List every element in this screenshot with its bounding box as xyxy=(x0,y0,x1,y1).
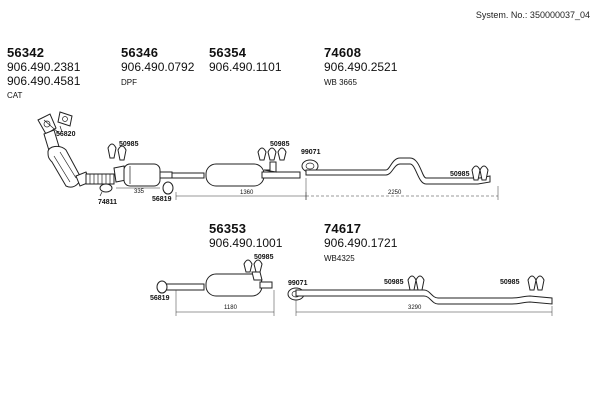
clamp-drawing xyxy=(99,183,113,197)
callout-56820: 56820 xyxy=(56,131,76,138)
callout-50985-b: 50985 xyxy=(270,141,290,148)
callout-50985-f: 50985 xyxy=(500,279,520,286)
hanger-drawing xyxy=(471,165,489,181)
system-number: System. No.: 350000037_04 xyxy=(475,10,590,20)
dimension-3290: 3290 xyxy=(408,305,422,311)
flex-pipe-drawing xyxy=(85,173,115,185)
part-number: 56353 xyxy=(209,221,247,236)
part-block-74608: 74608 906.490.2521 WB 3665 xyxy=(324,45,398,87)
callout-50985-d: 50985 xyxy=(254,254,274,261)
part-note: WB4325 xyxy=(324,253,355,263)
clamp-drawing xyxy=(156,280,168,294)
part-block-56346: 56346 906.490.0792 DPF xyxy=(121,45,195,87)
callout-56819-a: 56819 xyxy=(152,196,172,203)
callout-50985-c: 50985 xyxy=(450,171,470,178)
callout-74811: 74811 xyxy=(98,199,117,206)
part-note: CAT xyxy=(7,90,23,100)
part-block-56342: 56342 906.490.2381 906.490.4581 CAT xyxy=(7,45,81,100)
part-block-56353: 56353 906.490.1001 xyxy=(209,221,283,251)
dimension-1180: 1180 xyxy=(224,305,238,311)
dimension-335: 335 xyxy=(134,189,145,195)
part-number: 56346 xyxy=(121,45,159,60)
callout-99071-b: 99071 xyxy=(288,280,308,287)
oe-number: 906.490.1001 xyxy=(209,235,283,250)
clamp-drawing xyxy=(162,181,174,195)
long-pipe-drawing xyxy=(295,289,553,305)
part-number: 74617 xyxy=(324,221,362,236)
hanger-drawing xyxy=(407,275,425,291)
oe-number: 906.490.1101 xyxy=(209,59,282,74)
part-number: 74608 xyxy=(324,45,362,60)
part-number: 56342 xyxy=(7,45,45,60)
part-note: DPF xyxy=(121,77,137,87)
rear-silencer-drawing xyxy=(161,271,273,297)
hanger-drawing xyxy=(243,259,263,273)
dimension-1360: 1360 xyxy=(240,190,254,196)
oe-number: 906.490.0792 xyxy=(121,59,195,74)
catalytic-converter-drawing xyxy=(37,113,91,188)
callout-56819-b: 56819 xyxy=(150,295,170,302)
part-number: 56354 xyxy=(209,45,247,60)
part-block-56354: 56354 906.490.1101 xyxy=(209,45,282,75)
oe-number: 906.490.2521 xyxy=(324,59,398,74)
callout-50985-e: 50985 xyxy=(384,279,404,286)
middle-silencer-drawing xyxy=(171,161,301,187)
hanger-drawing xyxy=(527,275,545,291)
gasket-drawing xyxy=(57,111,73,133)
oe-number: 906.490.4581 xyxy=(7,73,81,88)
oe-number: 906.490.2381 xyxy=(7,59,81,74)
tail-pipe-drawing xyxy=(305,157,491,185)
callout-99071-a: 99071 xyxy=(301,149,321,156)
callout-50985-a: 50985 xyxy=(119,141,139,148)
hanger-drawing xyxy=(257,147,287,161)
hanger-drawing xyxy=(107,143,127,161)
part-block-74617: 74617 906.490.1721 WB4325 xyxy=(324,221,398,263)
dpf-drawing xyxy=(113,163,173,187)
clamp-drawing xyxy=(301,159,319,173)
oe-number: 906.490.1721 xyxy=(324,235,398,250)
part-note: WB 3665 xyxy=(324,77,357,87)
dimension-2250: 2250 xyxy=(388,190,402,196)
